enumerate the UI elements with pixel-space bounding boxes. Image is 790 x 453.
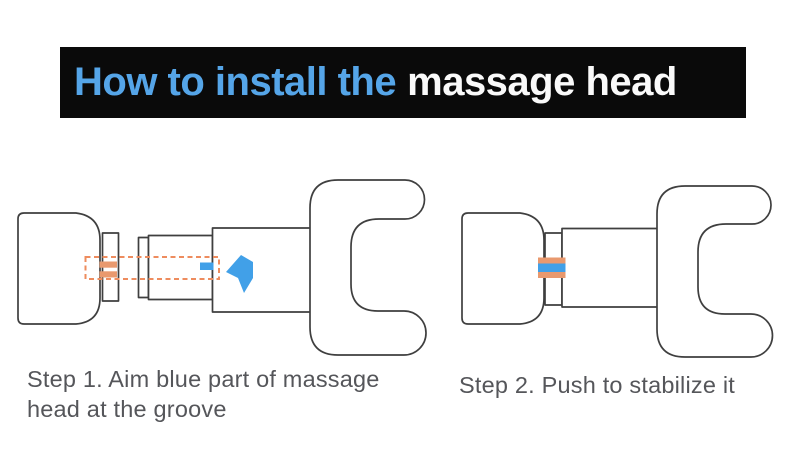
- title-normal-text: massage head: [407, 60, 677, 104]
- gun-body-shape: [211, 227, 314, 313]
- step2-caption-line1: Step 2. Push to stabilize it: [459, 372, 735, 398]
- blue-part-mark: [200, 262, 214, 270]
- groove-mark-top: [99, 261, 117, 268]
- groove-mark-top: [538, 257, 566, 264]
- alignment-dashed-box: [84, 256, 220, 280]
- massage-head-shape: [17, 212, 101, 325]
- push-direction-arrow-icon: [226, 255, 253, 293]
- stem-cap-shape: [137, 236, 150, 299]
- step1-caption-line2: head at the groove: [27, 396, 227, 422]
- massage-head-shape: [461, 212, 545, 325]
- groove-mark-bottom: [538, 272, 566, 278]
- step1-caption: Step 1. Aim blue part of massage head at…: [27, 364, 380, 424]
- gun-fork-shape: [309, 179, 427, 356]
- step2-diagram: [461, 185, 774, 358]
- step1-caption-line1: Step 1. Aim blue part of massage: [27, 366, 380, 392]
- step2-caption: Step 2. Push to stabilize it: [459, 370, 735, 400]
- gun-fork-shape: [656, 185, 774, 358]
- step1-diagram: [17, 179, 427, 356]
- title-banner: How to install the massage head: [60, 47, 746, 118]
- blue-part-seated-mark: [538, 263, 566, 272]
- title-highlight-text: How to install the: [74, 60, 397, 104]
- joined-cylinder-shape: [561, 227, 659, 308]
- groove-mark-bottom: [99, 271, 117, 278]
